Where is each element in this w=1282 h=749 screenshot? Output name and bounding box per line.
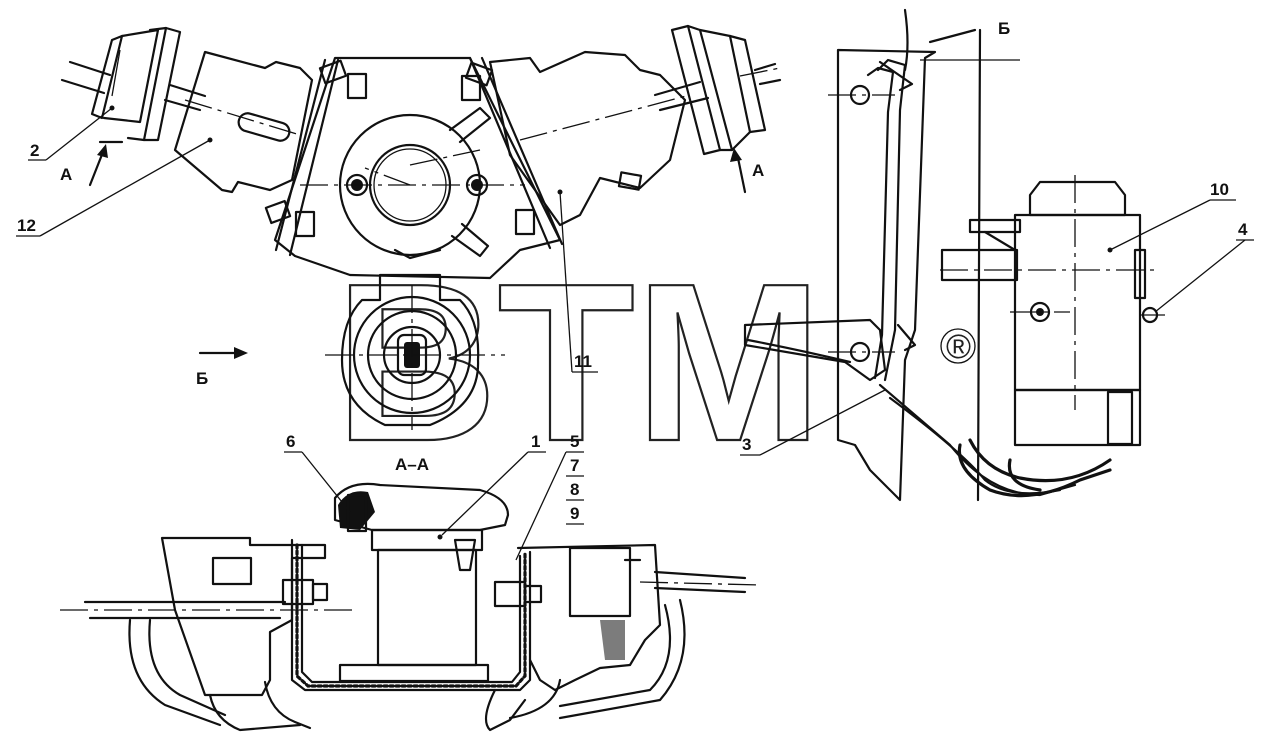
callout-4-label: 4 [1238, 220, 1248, 239]
callout-5-9: 5 7 8 9 [515, 432, 584, 561]
callout-12-label: 12 [17, 216, 36, 235]
callout-9-label: 9 [570, 504, 579, 523]
left-housing [173, 50, 314, 194]
section-cup [290, 538, 532, 692]
callout-12: 12 [16, 137, 213, 237]
callout-6-label: 6 [286, 432, 295, 451]
section-cap [333, 482, 510, 533]
top-view-assembly [60, 24, 782, 280]
view-label-b-left: Б [196, 369, 208, 388]
callout-7-label: 7 [570, 456, 579, 475]
left-flange [60, 26, 207, 142]
bracket-bolts [264, 59, 536, 238]
view-label-b-top: Б [998, 19, 1010, 38]
callout-10-label: 10 [1210, 180, 1229, 199]
callout-4: 4 [1154, 220, 1254, 313]
callout-1-label: 1 [531, 432, 540, 451]
view-b [743, 8, 1112, 502]
callout-3: 3 [740, 389, 886, 456]
registered-mark-circle [940, 328, 976, 364]
callouts: 2 12 11 6 1 [16, 105, 1254, 561]
section-right-unit [484, 543, 761, 732]
view-label-a-left: A [60, 165, 72, 184]
callout-5-label: 5 [570, 432, 579, 451]
watermark: BTM ® [334, 235, 976, 489]
callout-3-label: 3 [742, 435, 751, 454]
section-core [338, 528, 490, 683]
right-flange [653, 24, 782, 156]
section-left-unit [60, 536, 355, 732]
callout-6: 6 [284, 432, 351, 513]
callout-11-label: 11 [574, 352, 592, 371]
registered-mark: ® [946, 328, 971, 366]
callout-1: 1 [441, 432, 546, 536]
callout-11: 11 [557, 189, 598, 373]
socket-front-view [325, 273, 505, 430]
view-markers: A A Б Б [60, 19, 1010, 388]
section-title: A–A [395, 455, 429, 474]
section-aa: A–A [60, 455, 761, 732]
view-label-a-right: A [752, 161, 764, 180]
right-housing [488, 50, 691, 227]
unit-10 [940, 175, 1165, 447]
callout-10: 10 [1107, 180, 1236, 253]
callout-2-label: 2 [30, 141, 39, 160]
callout-8-label: 8 [570, 480, 579, 499]
callout-2: 2 [28, 105, 115, 161]
